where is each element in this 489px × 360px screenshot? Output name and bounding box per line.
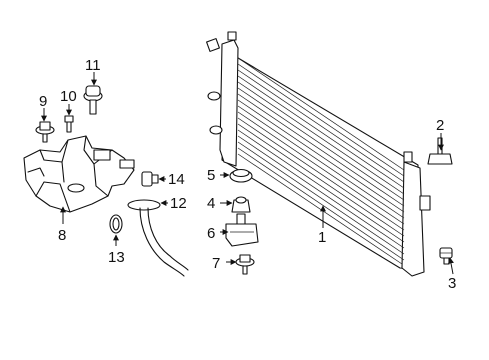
drain-plug-part-3 xyxy=(439,247,453,265)
callout-11: 11 xyxy=(85,57,101,74)
callout-2: 2 xyxy=(436,117,444,134)
callout-7: 7 xyxy=(212,255,220,272)
callout-1: 1 xyxy=(318,229,326,246)
sensor-part-14 xyxy=(141,171,159,187)
callout-5: 5 xyxy=(207,167,215,184)
callout-4: 4 xyxy=(207,195,215,212)
callout-13: 13 xyxy=(108,249,125,266)
callout-8: 8 xyxy=(58,227,66,244)
leader-lines xyxy=(41,72,454,275)
coolant-reservoir-part-8 xyxy=(23,135,135,213)
callout-6: 6 xyxy=(207,225,215,242)
hose-part-12 xyxy=(127,199,189,277)
screw-part-10 xyxy=(64,115,74,133)
stud-bolt-part-2 xyxy=(427,137,453,165)
callout-9: 9 xyxy=(39,93,47,110)
bolt-part-7 xyxy=(235,254,255,275)
callout-14: 14 xyxy=(168,171,185,188)
bracket-part-6 xyxy=(225,213,259,247)
cap-part-11 xyxy=(83,85,103,115)
insulator-part-5 xyxy=(229,168,253,183)
bolt-part-9 xyxy=(35,121,55,143)
callout-12: 12 xyxy=(170,195,187,212)
seal-ring-part-13 xyxy=(109,214,123,234)
callout-labels: 1 2 3 4 5 6 7 8 9 10 11 12 13 14 xyxy=(39,57,456,292)
callout-10: 10 xyxy=(60,88,77,105)
mount-part-4 xyxy=(231,196,251,213)
callout-3: 3 xyxy=(448,275,456,292)
